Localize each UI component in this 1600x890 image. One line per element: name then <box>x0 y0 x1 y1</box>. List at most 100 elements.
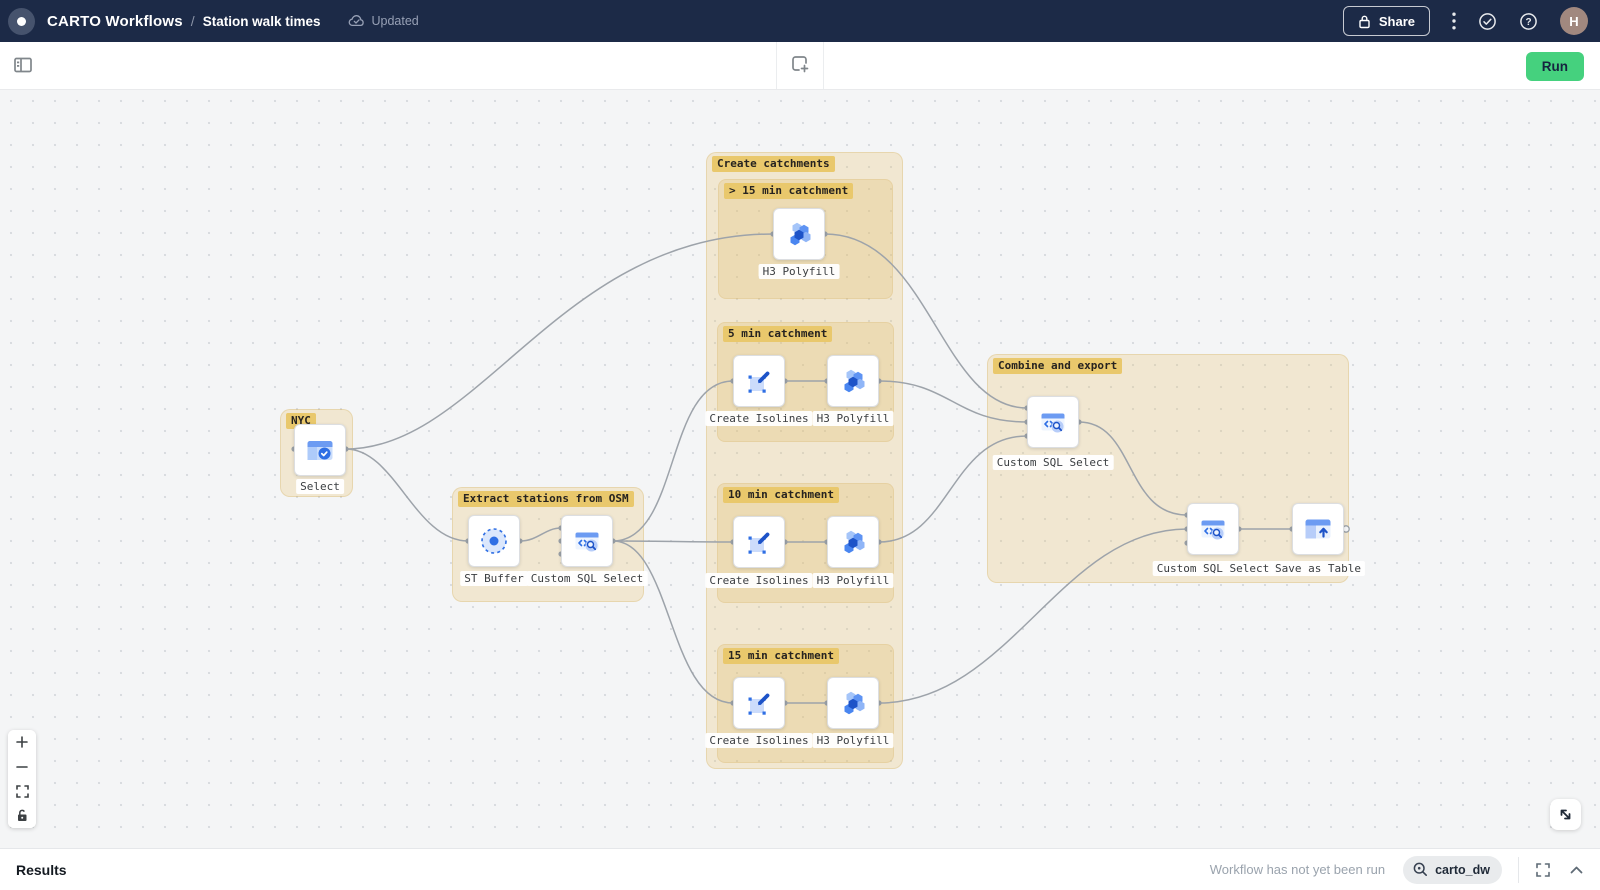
results-status-message: Workflow has not yet been run <box>1209 862 1386 877</box>
resize-diagonal-icon <box>1560 809 1571 820</box>
st-buffer-icon <box>481 528 507 554</box>
create-isolines-icon <box>748 371 770 393</box>
add-annotation-button[interactable] <box>787 52 813 78</box>
node-h3-polyfill-gt15[interactable] <box>773 208 825 260</box>
lock-canvas-icon <box>18 809 27 822</box>
edge-select-to-stbuffer[interactable] <box>345 448 469 542</box>
node-create-isolines-15min[interactable] <box>733 677 785 729</box>
header: CARTO Workflows / Station walk times Upd… <box>0 0 1600 42</box>
custom-sql-select-icon <box>1201 520 1225 540</box>
group-label: Combine and export <box>993 358 1123 374</box>
edge-sql-to-isolines15[interactable] <box>612 540 734 704</box>
zoom-in-button[interactable] <box>8 730 36 755</box>
edge-stbuffer-to-sql[interactable] <box>519 527 562 542</box>
results-actions: Workflow has not yet been run carto_dw <box>1209 855 1584 884</box>
validation-status-button[interactable] <box>1478 12 1497 31</box>
workflow-name[interactable]: Station walk times <box>202 13 321 29</box>
connection-selector[interactable]: carto_dw <box>1403 855 1502 884</box>
magnifier-icon <box>1413 862 1428 876</box>
edge-h35-to-combine[interactable] <box>878 380 1028 423</box>
help-icon: ? <box>1520 12 1537 30</box>
zoom-out-icon <box>16 765 28 768</box>
group-label: 5 min catchment <box>723 326 833 342</box>
node-custom-sql-select-final[interactable] <box>1187 503 1239 555</box>
node-label: Create Isolines <box>705 733 813 748</box>
toolbar-divider <box>823 42 824 89</box>
results-divider <box>1518 856 1519 883</box>
fullscreen-results-button[interactable] <box>1535 862 1551 878</box>
node-create-isolines-10min[interactable] <box>733 516 785 568</box>
workflow-canvas[interactable]: NYC Extract stations from OSM Create cat… <box>0 90 1600 848</box>
fullscreen-icon <box>1536 862 1550 877</box>
node-label: ST Buffer <box>460 571 528 586</box>
node-label: H3 Polyfill <box>812 733 894 748</box>
frame-plus-icon <box>792 55 809 72</box>
h3-polyfill-icon <box>844 369 865 393</box>
h3-polyfill-icon <box>844 530 865 554</box>
carto-logo-dot <box>17 16 26 26</box>
group-label: Create catchments <box>712 156 835 172</box>
node-label: Save as Table <box>1270 561 1366 576</box>
node-create-isolines-5min[interactable] <box>733 355 785 407</box>
zoom-out-button[interactable] <box>8 754 36 779</box>
edge-h315-to-sql2[interactable] <box>878 528 1188 704</box>
edge-sql-to-isolines10[interactable] <box>612 540 734 543</box>
check-circle-icon <box>1479 12 1496 30</box>
edge-select-to-h3gt15[interactable] <box>345 233 774 450</box>
edge-sql-to-isolines5[interactable] <box>612 380 734 542</box>
edge-combine-to-sql2[interactable] <box>1078 421 1188 516</box>
app-title: CARTO Workflows <box>47 12 183 30</box>
node-label: Create Isolines <box>705 411 813 426</box>
node-label: H3 Polyfill <box>812 573 894 588</box>
node-save-as-table[interactable] <box>1292 503 1344 555</box>
results-title: Results <box>16 861 67 878</box>
expand-minimap-button[interactable] <box>1550 799 1581 830</box>
custom-sql-select-icon <box>575 532 599 552</box>
lock-icon <box>1359 15 1370 28</box>
toolbar-divider <box>776 42 777 89</box>
panel-left-icon <box>14 57 32 72</box>
breadcrumb-separator: / <box>190 13 195 29</box>
node-st-buffer[interactable] <box>468 515 520 567</box>
create-isolines-icon <box>748 693 770 715</box>
chevron-up-icon <box>1570 866 1583 873</box>
secondary-toolbar: Run <box>0 42 1600 90</box>
results-panel-bar: Results Workflow has not yet been run ca… <box>0 848 1600 890</box>
node-label: Select <box>296 479 344 494</box>
lock-canvas-button[interactable] <box>8 803 36 828</box>
group-label: > 15 min catchment <box>724 183 854 199</box>
node-label: H3 Polyfill <box>758 264 840 279</box>
node-select[interactable] <box>294 424 346 476</box>
node-h3-polyfill-10min[interactable] <box>827 516 879 568</box>
zoom-in-icon <box>16 736 28 749</box>
svg-text:?: ? <box>1525 17 1531 28</box>
group-label: Extract stations from OSM <box>458 491 634 507</box>
kebab-menu-icon <box>1452 12 1456 30</box>
edge-h3gt15-to-combine[interactable] <box>824 233 1028 409</box>
node-h3-polyfill-15min[interactable] <box>827 677 879 729</box>
save-as-table-icon <box>1305 519 1331 539</box>
carto-logo[interactable] <box>8 7 35 35</box>
group-label: 10 min catchment <box>723 487 839 503</box>
save-status-label: Updated <box>371 14 419 28</box>
more-options-button[interactable] <box>1452 12 1456 30</box>
run-button[interactable]: Run <box>1525 52 1584 81</box>
collapse-results-button[interactable] <box>1569 865 1584 875</box>
fit-view-button[interactable] <box>8 779 36 804</box>
share-label: Share <box>1378 13 1415 29</box>
node-custom-sql-select-combine[interactable] <box>1027 396 1079 448</box>
cloud-check-icon <box>349 15 365 27</box>
node-label: H3 Polyfill <box>812 411 894 426</box>
help-button[interactable]: ? <box>1519 12 1538 31</box>
select-icon <box>307 441 333 460</box>
avatar[interactable]: H <box>1560 7 1588 35</box>
node-h3-polyfill-5min[interactable] <box>827 355 879 407</box>
toggle-components-panel-button[interactable] <box>10 54 36 78</box>
share-button[interactable]: Share <box>1342 6 1430 36</box>
group-label: 15 min catchment <box>723 648 839 664</box>
node-custom-sql-select-osm[interactable] <box>561 515 613 567</box>
connection-name: carto_dw <box>1435 862 1490 877</box>
custom-sql-select-icon <box>1041 413 1065 433</box>
edge-h310-to-combine[interactable] <box>878 435 1028 543</box>
